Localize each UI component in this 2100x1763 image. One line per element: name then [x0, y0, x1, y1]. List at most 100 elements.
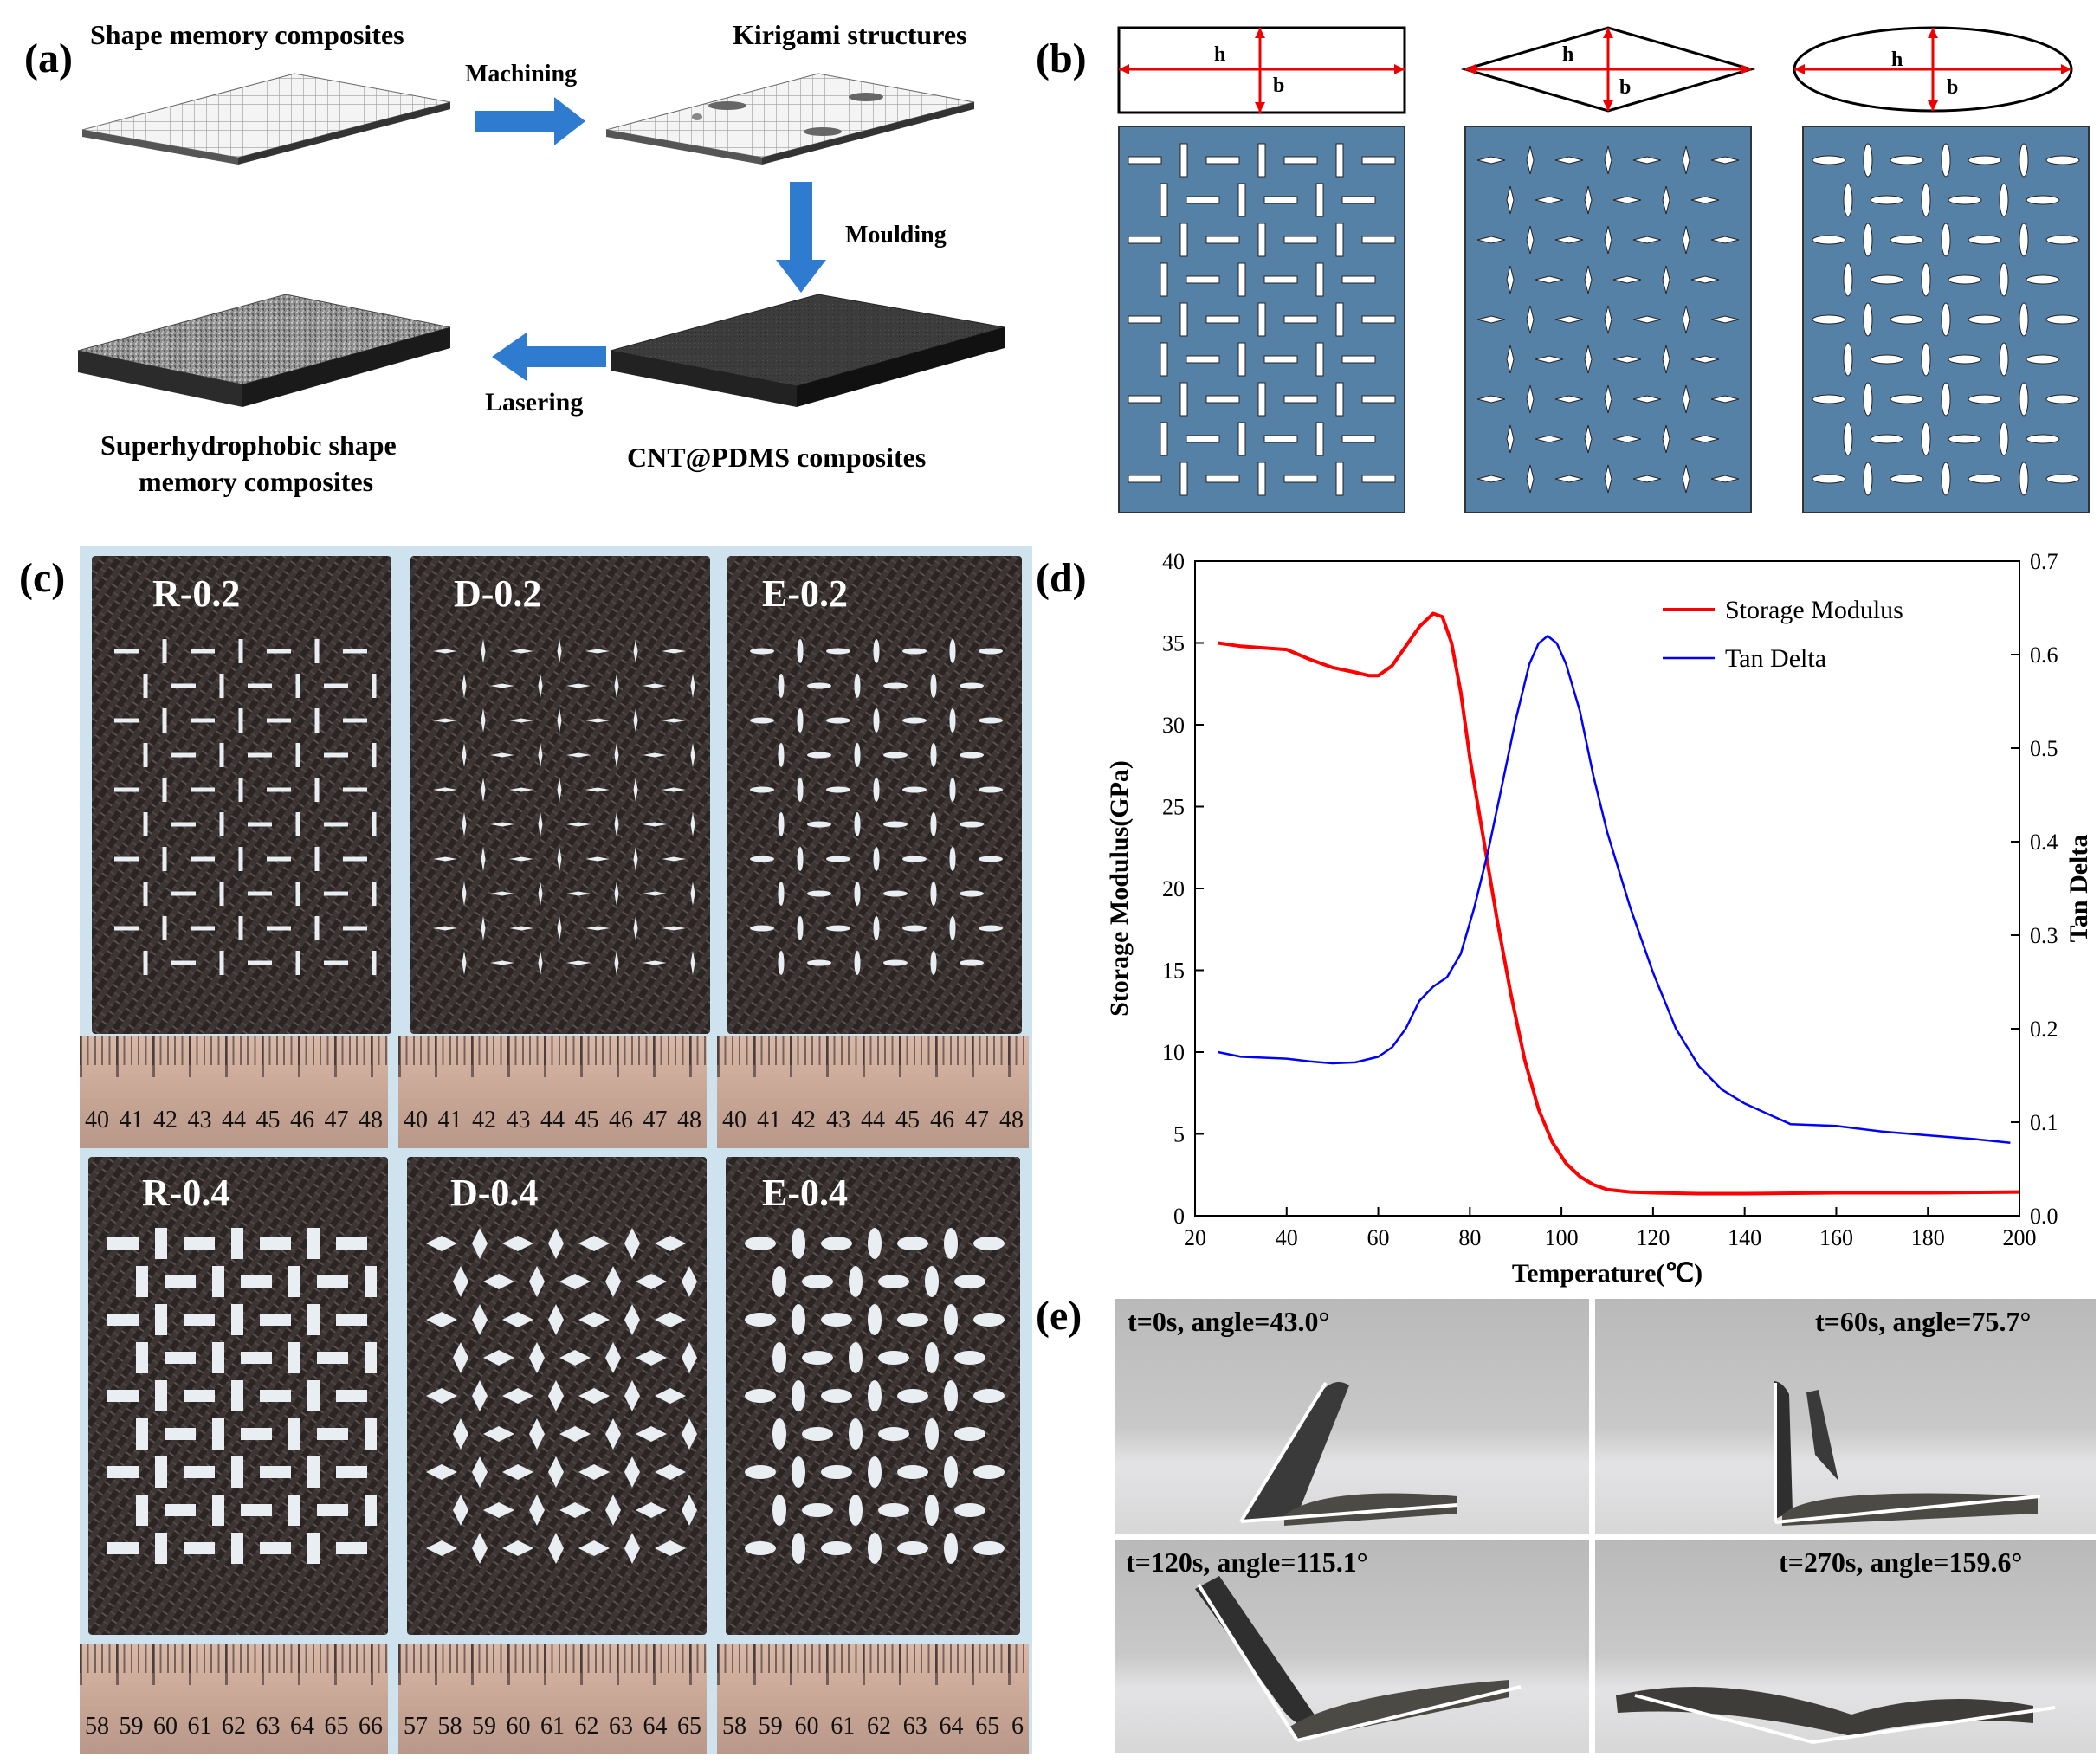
ruler-number: 47 [643, 1107, 668, 1133]
sample-label-d02: D-0.2 [454, 572, 542, 615]
sample-plate-2 [727, 556, 1022, 1034]
x-tick-label: 120 [1636, 1225, 1670, 1250]
legend-label: Storage Modulus [1725, 596, 1903, 624]
x-axis-title: Temperature(℃) [1512, 1259, 1703, 1288]
y-axis-title: Storage Modulus(GPa) [1105, 760, 1134, 1017]
diamond-geometry-diagram [1460, 26, 1756, 113]
ruler-number: 46 [609, 1107, 633, 1133]
panel-b-letter: (b) [1036, 36, 1087, 81]
step-cnt-pdms-composites: CNT@PDMS composites [627, 442, 927, 473]
ruler-number: 41 [119, 1107, 144, 1133]
sheet-kirigami [605, 73, 975, 165]
ruler-number: 44 [222, 1107, 246, 1133]
panel-c-letter: (c) [19, 555, 66, 601]
step-shape-memory-composites: Shape memory composites [90, 19, 404, 50]
sheet-superhydrophobic [77, 294, 451, 407]
x-tick-label: 100 [1545, 1225, 1579, 1250]
ruler-number: 63 [902, 1713, 927, 1740]
ruler-number: 6 [1011, 1713, 1024, 1740]
ruler-number: 48 [999, 1107, 1024, 1133]
ruler-number: 64 [939, 1713, 964, 1740]
ruler-number: 63 [255, 1713, 281, 1740]
y2-tick-label: 0.1 [2030, 1110, 2058, 1135]
sheet-cnt-pdms [610, 294, 1005, 407]
arrow-label-moulding: Moulding [845, 222, 947, 249]
dim-b-label: b [1619, 76, 1632, 99]
y-tick-label: 5 [1173, 1122, 1185, 1147]
dim-b-label: b [1947, 76, 1959, 99]
legend-label: Tan Delta [1725, 644, 1826, 673]
step-superhydrophobic-line2: memory composites [139, 466, 374, 497]
arrow-label-machining: Machining [465, 61, 578, 87]
ruler-number: 60 [153, 1713, 178, 1740]
plot-frame [1194, 560, 2020, 1217]
y-tick-label: 25 [1162, 795, 1185, 820]
bending-label-2: t=120s, angle=115.1° [1126, 1547, 1368, 1578]
kirigami-panel-ellipse [1802, 126, 2090, 513]
ruler-number: 47 [965, 1107, 989, 1133]
ruler-number: 46 [290, 1107, 314, 1133]
step-kirigami-structures: Kirigami structures [733, 19, 967, 50]
ellipse-geometry-diagram [1793, 26, 2073, 113]
sheet-shape-memory [81, 73, 451, 165]
sample-plate-1 [410, 556, 710, 1034]
panel-a-schematic [77, 73, 1005, 407]
ruler-number: 42 [472, 1107, 496, 1133]
bending-sample-drawings [1195, 1381, 2056, 1744]
ruler-number: 45 [895, 1107, 920, 1133]
y2-tick-label: 0.5 [2030, 736, 2058, 761]
ruler-number: 40 [722, 1107, 746, 1133]
arrow-label-lasering: Lasering [485, 388, 584, 417]
sample-label-r02: R-0.2 [152, 572, 241, 615]
dim-h-label: h [1891, 48, 1903, 71]
ruler-number: 59 [472, 1713, 496, 1740]
ruler-number: 57 [404, 1713, 428, 1740]
ruler-number: 59 [119, 1713, 144, 1740]
y-tick-label: 15 [1162, 959, 1185, 984]
step-superhydrophobic-line1: Superhydrophobic shape [100, 429, 397, 461]
arrow-left-icon [492, 333, 606, 381]
ruler-number: 41 [437, 1107, 462, 1133]
ruler-number: 40 [404, 1107, 428, 1133]
y-tick-label: 40 [1162, 549, 1185, 574]
dim-h-label: h [1214, 43, 1226, 66]
y2-tick-label: 0.0 [2030, 1204, 2058, 1229]
x-tick-label: 200 [2003, 1225, 2037, 1250]
kirigami-panel-rect [1118, 126, 1405, 513]
ruler-number: 45 [255, 1107, 281, 1133]
ruler-number: 58 [437, 1713, 462, 1740]
ruler-number: 46 [930, 1107, 954, 1133]
kirigami-panel-diamond [1464, 126, 1752, 513]
ruler-number: 64 [290, 1713, 314, 1740]
y2-tick-label: 0.3 [2030, 923, 2058, 948]
ruler-number: 64 [643, 1713, 668, 1740]
panel-b-geometries [1117, 26, 2090, 513]
ruler-number: 65 [324, 1713, 349, 1740]
y2-tick-label: 0.6 [2030, 643, 2058, 668]
series-line-1 [1218, 635, 2011, 1145]
ruler-number: 40 [85, 1107, 109, 1133]
ruler-number: 45 [574, 1107, 599, 1133]
panel-e-letter: (e) [1036, 1293, 1082, 1339]
ruler-number: 44 [861, 1107, 885, 1133]
x-tick-label: 160 [1819, 1225, 1853, 1250]
ruler-number: 65 [975, 1713, 1000, 1740]
x-tick-label: 80 [1458, 1225, 1481, 1250]
dim-h-label: h [1562, 43, 1574, 66]
panel-a-letter: (a) [24, 36, 73, 81]
sample-plate-4 [407, 1157, 707, 1635]
x-tick-label: 180 [1911, 1225, 1945, 1250]
x-tick-label: 60 [1367, 1225, 1390, 1250]
y-tick-label: 35 [1162, 631, 1185, 656]
ruler-number: 43 [187, 1107, 212, 1133]
sample-label-r04: R-0.4 [142, 1172, 230, 1214]
ruler-number: 44 [540, 1107, 565, 1133]
